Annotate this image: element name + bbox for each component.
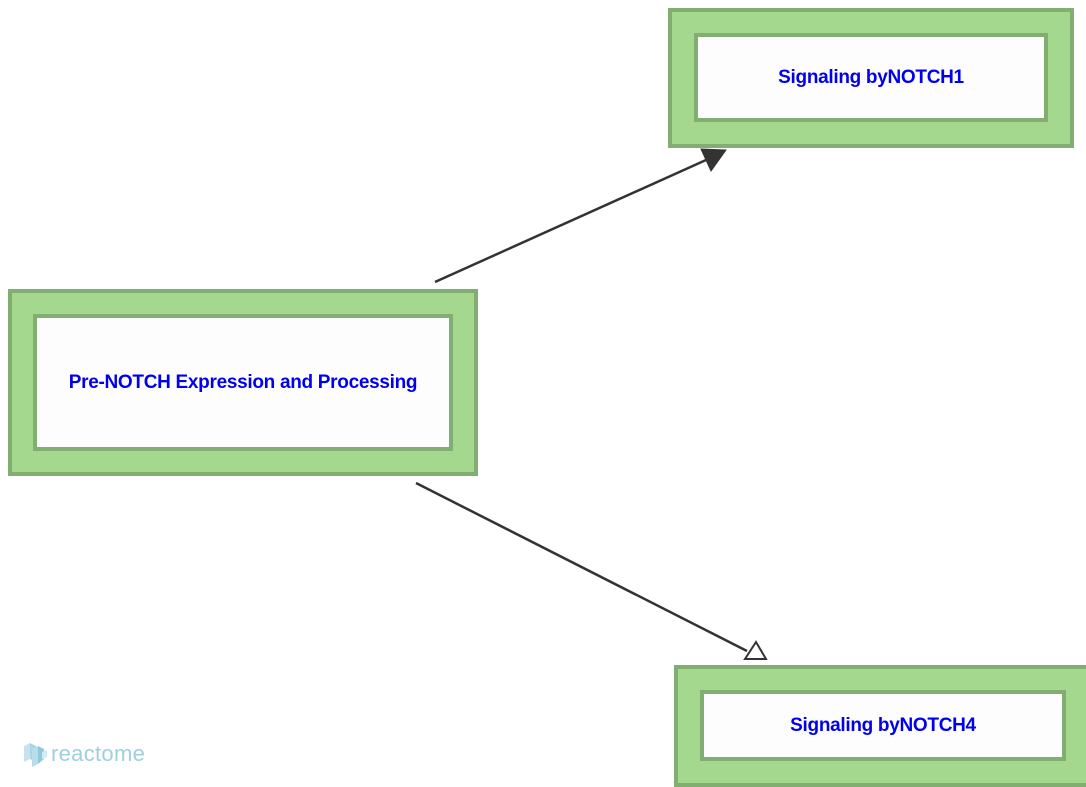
pathway-node-pre-notch-label[interactable]: Pre-NOTCH Expression and Processing — [68, 371, 418, 393]
edge-prenotch-to-notch4[interactable] — [415, 481, 768, 660]
pathway-node-notch1-inner[interactable]: Signaling byNOTCH1 — [694, 33, 1048, 122]
edge-prenotch-to-notch1[interactable] — [434, 148, 727, 284]
pathway-node-notch4-inner[interactable]: Signaling byNOTCH4 — [700, 690, 1066, 761]
open-arrowhead-icon — [743, 640, 768, 660]
reactome-logo: reactome — [22, 740, 145, 768]
reactome-logo-icon — [24, 743, 47, 767]
pathway-node-notch4-label[interactable]: Signaling byNOTCH4 — [790, 714, 976, 736]
filled-arrowhead-icon — [700, 148, 727, 172]
reactome-logo-text: reactome — [51, 741, 146, 766]
pathway-node-notch1-label[interactable]: Signaling byNOTCH1 — [778, 66, 964, 88]
pathway-node-pre-notch-inner[interactable]: Pre-NOTCH Expression and Processing — [33, 314, 453, 451]
